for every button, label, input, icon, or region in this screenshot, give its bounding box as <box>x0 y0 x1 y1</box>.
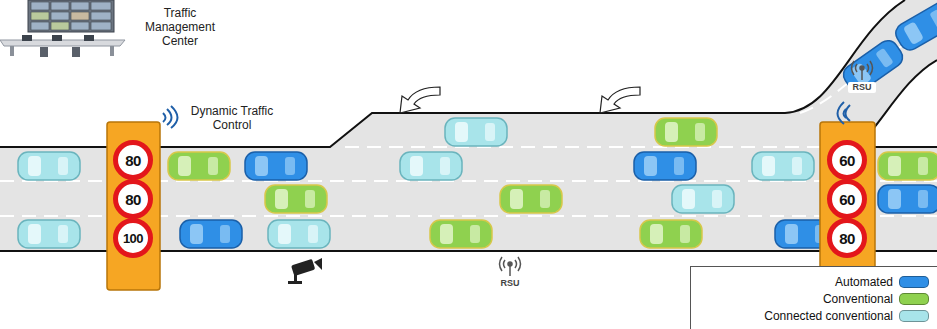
control-room-picture <box>0 0 125 57</box>
car <box>268 220 330 248</box>
car <box>640 220 702 248</box>
legend-box: AutomatedConventionalConnected conventio… <box>690 266 937 329</box>
speed-value: 80 <box>125 191 141 208</box>
speed-value: 80 <box>125 152 141 169</box>
car <box>265 185 327 213</box>
legend-text: Automated <box>835 275 893 289</box>
merge-arrow <box>400 87 640 113</box>
car <box>878 152 937 180</box>
legend-row: Automated <box>699 273 929 290</box>
legend-text: Connected conventional <box>764 309 893 323</box>
car <box>655 118 717 146</box>
car <box>892 0 937 54</box>
car <box>245 152 307 180</box>
legend-swatch <box>899 293 929 305</box>
speed-value: 60 <box>839 191 855 208</box>
car <box>400 152 462 180</box>
speed-limit-sign: 80 <box>827 218 867 258</box>
car <box>18 152 80 180</box>
car <box>168 152 230 180</box>
speed-limit-sign: 100 <box>113 218 153 258</box>
car <box>180 220 242 248</box>
control-label: Dynamic Traffic Control <box>178 104 286 132</box>
legend-swatch <box>899 310 929 322</box>
speed-value: 100 <box>123 231 143 246</box>
camera-icon <box>288 258 322 284</box>
car <box>840 37 907 95</box>
car <box>18 220 80 248</box>
speed-value: 60 <box>839 152 855 169</box>
center-label: Traffic Management Center <box>128 6 232 48</box>
vms-gantry <box>820 122 875 290</box>
legend-row: Conventional <box>699 290 929 307</box>
car <box>672 185 734 213</box>
speed-limit-sign: 60 <box>827 140 867 180</box>
car <box>878 185 937 213</box>
car <box>752 152 814 180</box>
speed-limit-sign: 80 <box>113 140 153 180</box>
legend-row: Connected conventional <box>699 307 929 324</box>
car <box>445 118 507 146</box>
legend-text: Conventional <box>823 292 893 306</box>
speed-limit-sign: 60 <box>827 179 867 219</box>
speed-limit-sign: 80 <box>113 179 153 219</box>
rsu-antenna <box>500 61 873 276</box>
car <box>500 185 562 213</box>
vms-gantry <box>107 122 160 290</box>
car <box>634 152 696 180</box>
legend-swatch <box>899 276 929 288</box>
rsu-label: RSU <box>496 278 524 289</box>
speed-value: 80 <box>839 230 855 247</box>
car <box>430 220 492 248</box>
rsu-label: RSU <box>848 82 876 93</box>
